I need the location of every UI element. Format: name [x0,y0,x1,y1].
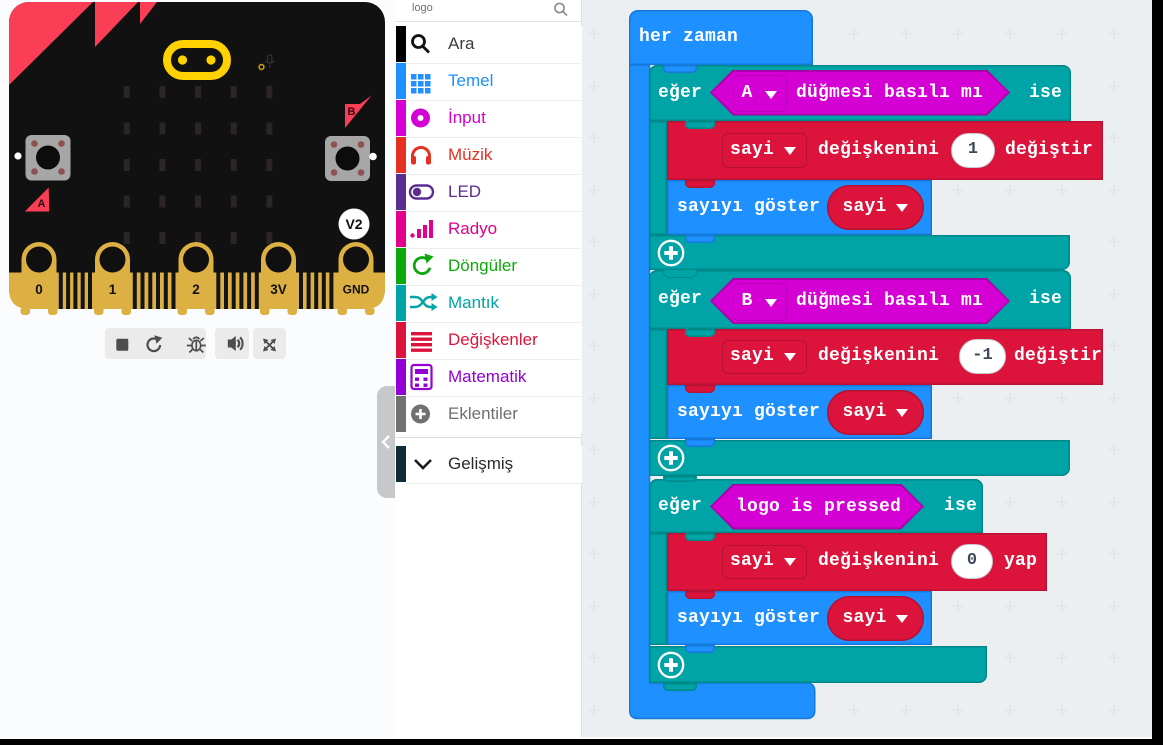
svg-text:A: A [38,198,46,210]
svg-text:GND: GND [343,283,370,297]
svg-text:0: 0 [35,282,43,297]
svg-text:3V: 3V [270,282,287,297]
svg-text:B: B [348,106,356,118]
svg-text:V2: V2 [345,216,362,232]
svg-text:1: 1 [109,282,117,297]
svg-text:2: 2 [192,282,200,297]
